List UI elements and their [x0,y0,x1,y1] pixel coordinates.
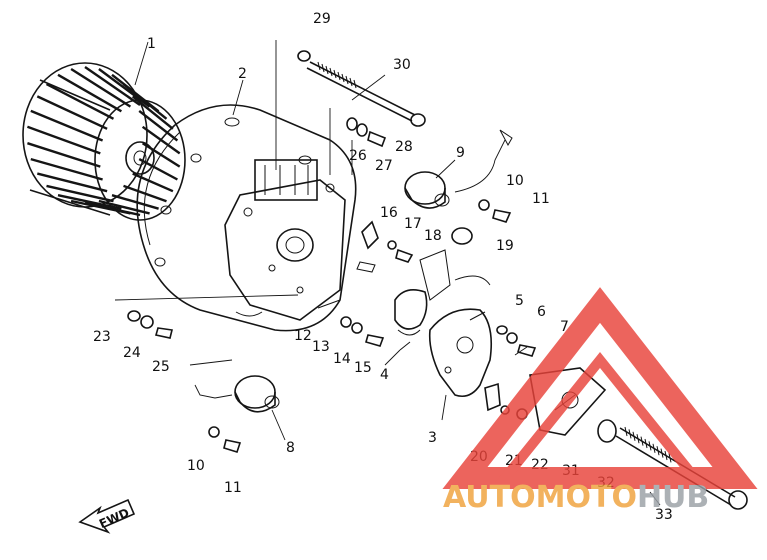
regulator-coil-lower [194,375,280,413]
part-label: 4 [380,367,389,383]
part-label: 19 [496,238,514,254]
watermark-word-1: AUTO [443,480,536,515]
small-hardware [127,50,617,453]
part-label: 10 [506,173,524,189]
part-label: 33 [655,507,673,523]
forward-arrow: FWD [78,498,136,534]
armature-rotor [22,62,186,221]
watermark-word-2: MOTO [536,480,637,515]
part-label: 3 [428,430,437,446]
part-number-labels: 1 2 3 4 5 6 7 8 9 10 10 11 11 12 13 14 1… [93,11,673,523]
part-label: 6 [537,304,546,320]
part-label: 1 [147,36,156,52]
part-label: 28 [395,139,413,155]
part-label: 11 [224,480,242,496]
yoke-housing [136,104,357,332]
part-label: 9 [456,145,465,161]
part-label: 18 [424,228,442,244]
part-label: 2 [238,66,247,82]
part-label: 29 [313,11,331,27]
fwd-label: FWD [97,506,131,532]
part-label: 15 [354,360,372,376]
watermark-text-auto: AUTOMOTOHUB [443,480,709,515]
watermark: AUTOMOTOHUB [442,287,758,515]
part-label: 24 [123,345,141,361]
part-label: 26 [349,148,367,164]
part-label: 30 [393,57,411,73]
part-label: 14 [333,351,351,367]
part-label: 12 [294,328,312,344]
leader-lines [114,40,661,506]
part-label: 16 [380,205,398,221]
part-label: 7 [560,319,569,335]
watermark-logo-icon [442,287,758,489]
contact-bracket [394,249,491,351]
part-label: 13 [312,339,330,355]
part-label: 23 [93,329,111,345]
breaker-plate [428,308,493,398]
part-label: 25 [152,359,170,375]
part-label: 27 [375,158,393,174]
part-label: 10 [187,458,205,474]
watermark-word-3: HUB [637,480,709,515]
part-label: 11 [532,191,550,207]
part-label: 17 [404,216,422,232]
part-label: 5 [515,293,524,309]
cutout-relay-upper [404,129,513,209]
part-label: 8 [286,440,295,456]
